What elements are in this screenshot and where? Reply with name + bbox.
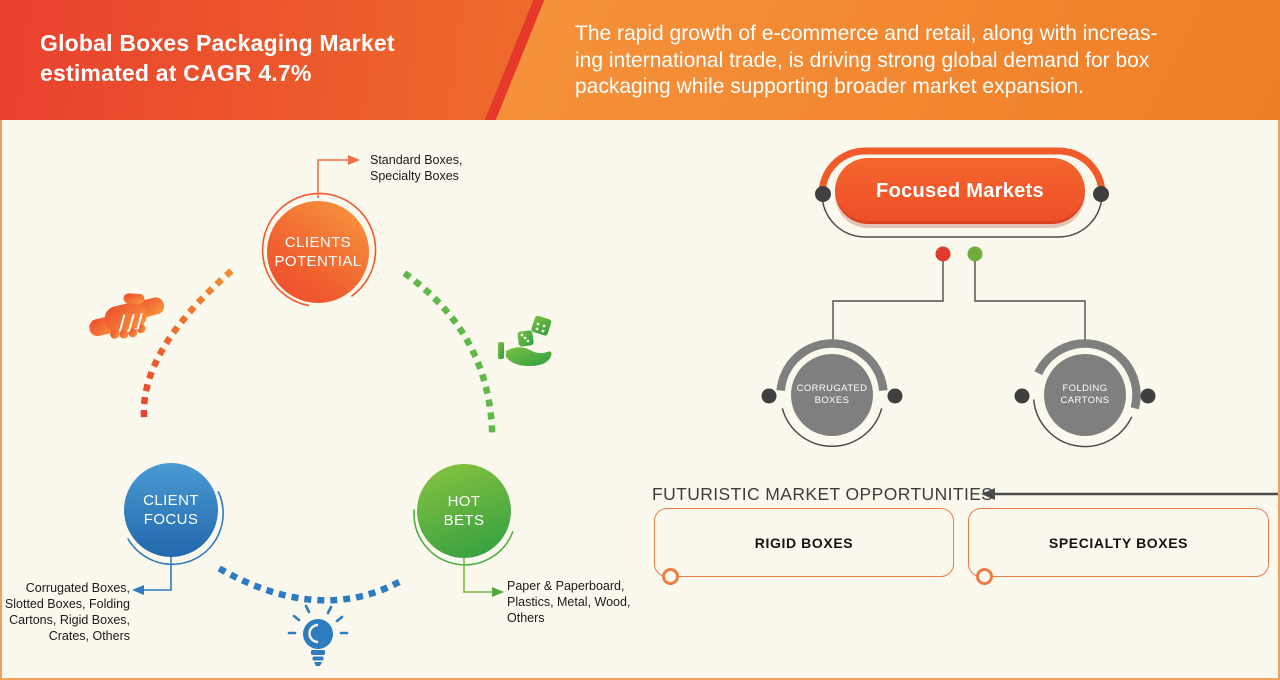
client-focus-bubble: CLIENT FOCUS bbox=[124, 463, 218, 557]
opportunities-arrow bbox=[981, 488, 1278, 500]
opportunities-heading: FUTURISTIC MARKET OPPORTUNITIES bbox=[652, 484, 994, 504]
header-banner: Global Boxes Packaging Market estimated … bbox=[0, 0, 1280, 120]
opportunity-rigid-boxes: RIGID BOXES bbox=[654, 508, 954, 577]
stadium-left-dot bbox=[815, 186, 831, 202]
clients-potential-ring bbox=[261, 192, 377, 307]
focused-markets-pill: Focused Markets bbox=[835, 158, 1085, 224]
diagram-linework bbox=[89, 147, 1278, 666]
handshake-icon bbox=[89, 293, 165, 339]
focused-markets-bottom-arc bbox=[821, 193, 1103, 238]
orange-dotted-arc bbox=[140, 268, 234, 419]
node-label-folding: FOLDING CARTONS bbox=[1060, 383, 1110, 406]
green-branch-dot bbox=[967, 246, 983, 262]
connector-folding bbox=[974, 261, 1086, 341]
node-folding-cartons bbox=[1014, 339, 1156, 448]
connector-corrugated bbox=[832, 261, 944, 341]
red-branch-dot bbox=[935, 246, 951, 262]
node-label-corrugated: CORRUGATED BOXES bbox=[796, 383, 868, 406]
page-title: Global Boxes Packaging Market estimated … bbox=[40, 30, 395, 86]
header-description: The rapid growth of e-commerce and retai… bbox=[575, 22, 1158, 98]
lightbulb-icon bbox=[287, 604, 349, 666]
green-dotted-arc bbox=[402, 270, 496, 434]
hot-bets-ring bbox=[413, 509, 514, 566]
opportunity-knob-right bbox=[976, 568, 993, 585]
client-focus-callout: Corrugated Boxes, Slotted Boxes, Folding… bbox=[4, 581, 130, 643]
focused-markets-top-arc bbox=[818, 147, 1106, 195]
opportunity-specialty-boxes: SPECIALTY BOXES bbox=[968, 508, 1269, 577]
clients-potential-connector bbox=[317, 155, 360, 198]
client-focus-connector bbox=[132, 557, 172, 595]
opportunity-knob-left bbox=[662, 568, 679, 585]
node-corrugated-boxes bbox=[761, 339, 903, 447]
blue-dotted-arc bbox=[217, 565, 404, 604]
client-focus-ring bbox=[127, 491, 224, 566]
infographic-canvas: CLIENTS POTENTIAL CLIENT FOCUS HOT BETS … bbox=[0, 120, 1280, 680]
clients-potential-callout: Standard Boxes, Specialty Boxes bbox=[370, 153, 463, 183]
hot-bets-callout: Paper & Paperboard, Plastics, Metal, Woo… bbox=[507, 579, 631, 625]
clients-potential-bubble: CLIENTS POTENTIAL bbox=[267, 201, 369, 303]
hot-bets-bubble: HOT BETS bbox=[417, 464, 511, 558]
hot-bets-connector bbox=[463, 558, 504, 597]
stadium-right-dot bbox=[1093, 186, 1109, 202]
hand-dice-icon bbox=[498, 315, 552, 366]
